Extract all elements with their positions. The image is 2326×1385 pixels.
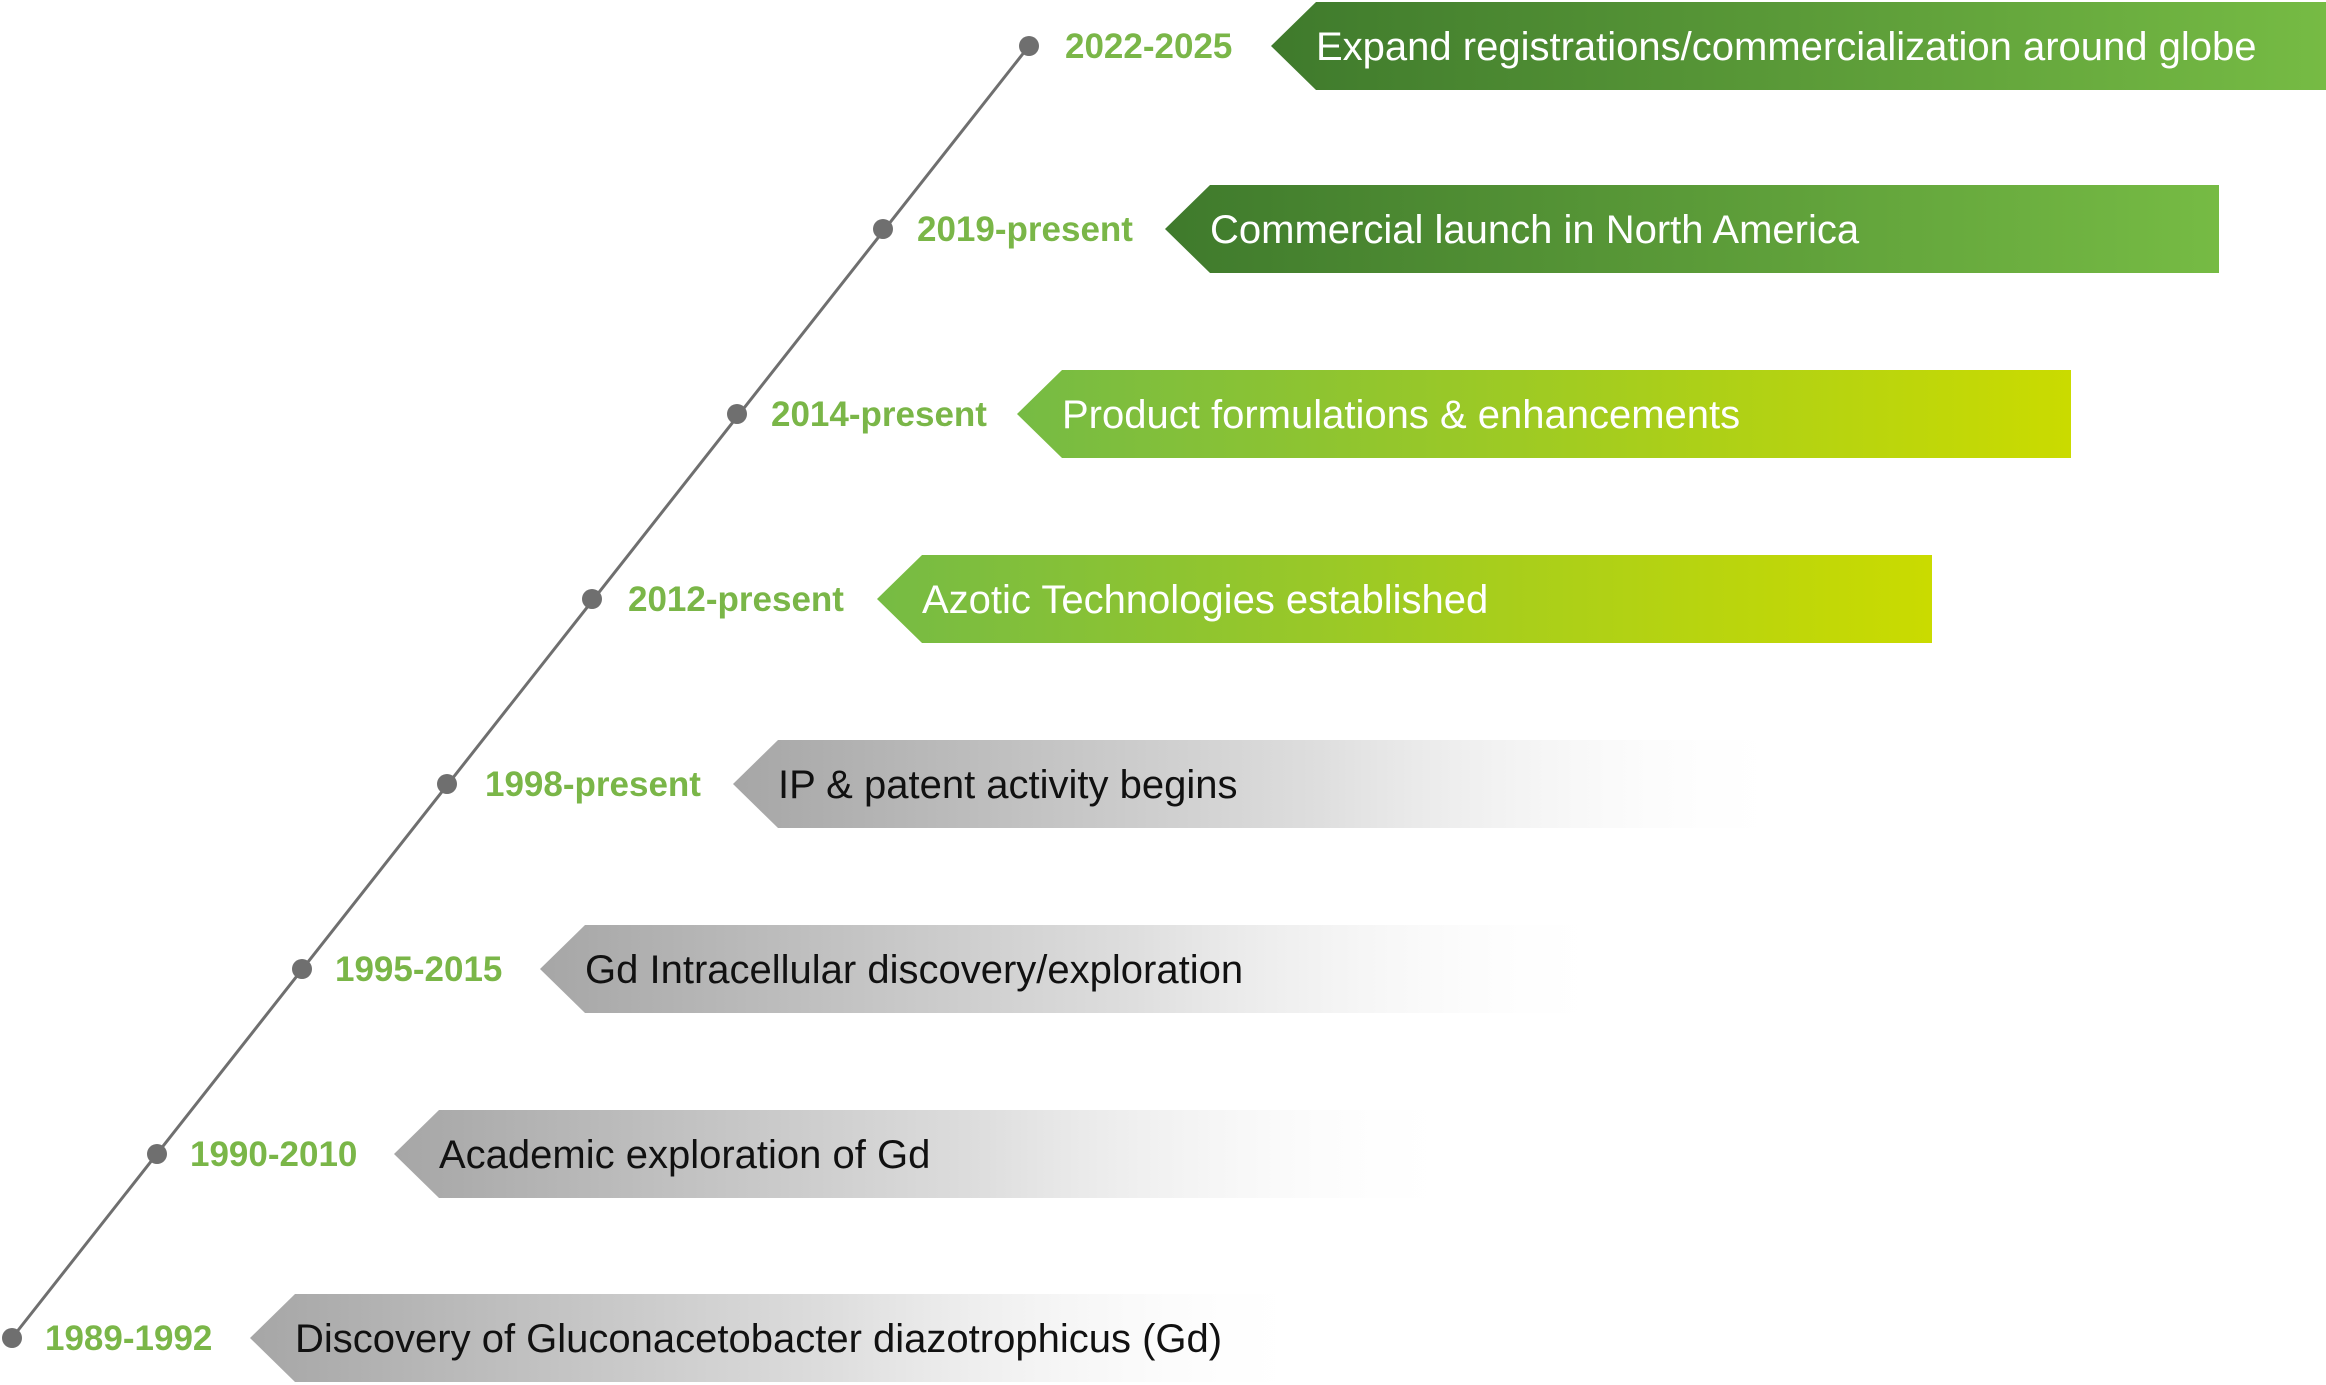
milestone-year: 1989-1992 (45, 1319, 212, 1358)
milestone-label: Expand registrations/commercialization a… (1316, 25, 2257, 69)
timeline-dot (873, 219, 893, 239)
milestone-label: Academic exploration of Gd (439, 1133, 930, 1177)
timeline-line (10, 45, 1031, 1339)
milestone-1989-1992: 1989-1992 Discovery of Gluconacetobacter … (2, 1294, 1320, 1382)
milestone-arrow-bar (394, 1110, 1470, 1198)
milestone-2014-present: 2014-present Product formulations & enhan… (727, 370, 2071, 458)
milestone-1990-2010: 1990-2010 Academic exploration of Gd (147, 1110, 1470, 1198)
milestone-label: Gd Intracellular discovery/exploration (585, 948, 1243, 992)
milestone-arrow-bar (540, 925, 1620, 1013)
timeline-dot (582, 589, 602, 609)
milestone-2019-present: 2019-present Commercial launch in North A… (873, 185, 2219, 273)
milestone-year: 2019-present (917, 210, 1133, 249)
milestone-year: 2014-present (771, 395, 987, 434)
milestone-arrow-bar (1271, 2, 2326, 90)
milestone-year: 2012-present (628, 580, 844, 619)
timeline-dot (1019, 36, 1039, 56)
milestone-arrow-bar (1017, 370, 2071, 458)
milestone-label: IP & patent activity begins (778, 763, 1238, 807)
milestone-arrow-bar (250, 1294, 1320, 1382)
milestone-label: Discovery of Gluconacetobacter diazotrop… (295, 1317, 1222, 1361)
milestone-arrow-bar (1165, 185, 2219, 273)
milestone-year: 1990-2010 (190, 1135, 357, 1174)
timeline-dot (2, 1328, 22, 1348)
milestone-year: 2022-2025 (1065, 27, 1232, 66)
milestone-1998-present: 1998-present IP & patent activity begins (437, 740, 1800, 828)
timeline-dot (727, 404, 747, 424)
milestone-arrow-bar (877, 555, 1932, 643)
milestone-year: 1998-present (485, 765, 701, 804)
timeline-dot (437, 774, 457, 794)
milestone-label: Azotic Technologies established (922, 578, 1488, 622)
milestone-1995-2015: 1995-2015 Gd Intracellular discovery/expl… (292, 925, 1620, 1013)
milestone-arrow-bar (733, 740, 1800, 828)
milestone-label: Product formulations & enhancements (1062, 393, 1740, 437)
timeline-dot (292, 959, 312, 979)
milestone-2022-2025: 2022-2025 Expand registrations/commercial… (1019, 2, 2326, 90)
milestone-label: Commercial launch in North America (1210, 208, 1860, 252)
milestone-2012-present: 2012-present Azotic Technologies establis… (582, 555, 1932, 643)
timeline-dot (147, 1144, 167, 1164)
milestone-year: 1995-2015 (335, 950, 502, 989)
